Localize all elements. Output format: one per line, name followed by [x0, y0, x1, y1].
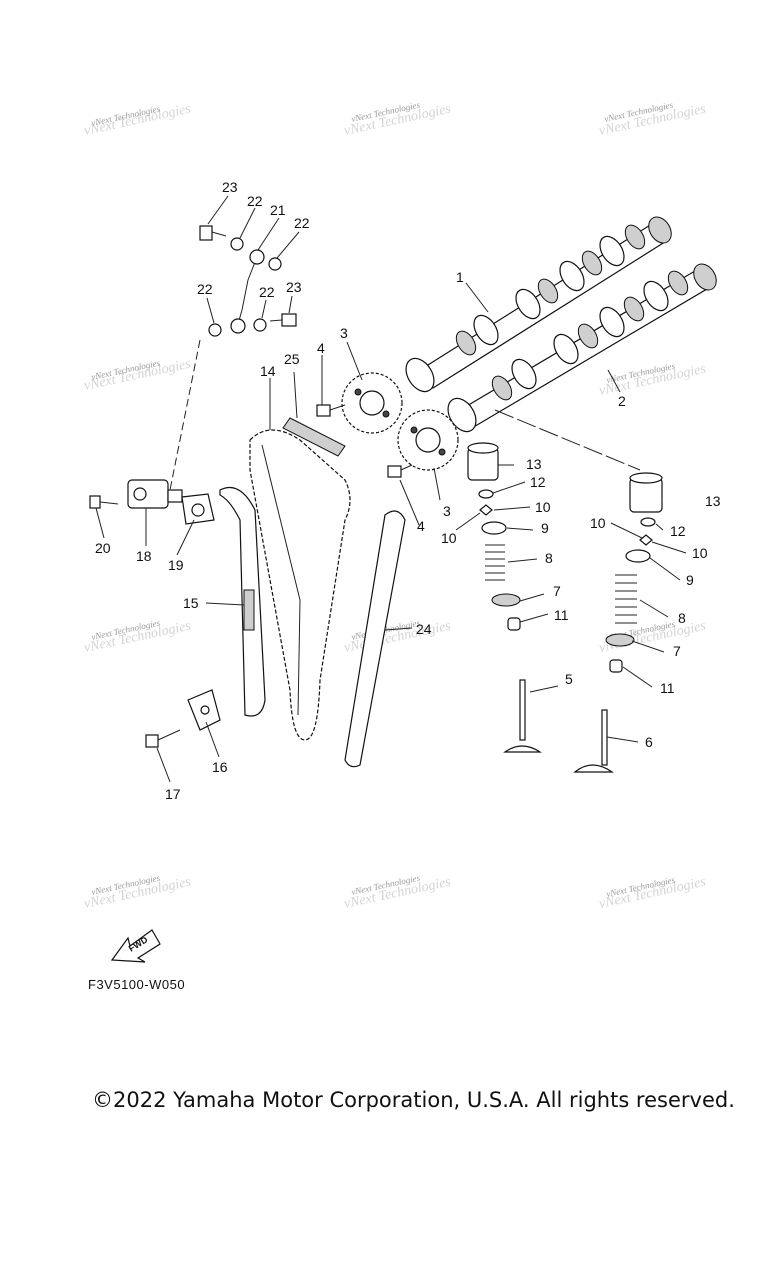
- callout-10: 10: [441, 530, 457, 546]
- callout-21: 21: [270, 202, 286, 218]
- copyright-notice: ©2022 Yamaha Motor Corporation, U.S.A. A…: [92, 1088, 735, 1112]
- callout-19: 19: [168, 557, 184, 573]
- callout-12: 12: [670, 523, 686, 539]
- callout-10: 10: [692, 545, 708, 561]
- valve-exhaust: [573, 709, 614, 773]
- valve-lifter-right: [629, 472, 663, 513]
- sprocket-bolt-upper: [316, 404, 346, 417]
- callout-17: 17: [165, 786, 181, 802]
- fwd-arrow: FWD: [110, 929, 161, 963]
- callout-11: 11: [554, 607, 569, 623]
- oil-pipe: [230, 249, 265, 334]
- callout-7: 7: [553, 583, 561, 599]
- callout-13: 13: [705, 493, 721, 509]
- valve-retainer-left: [481, 521, 507, 535]
- valve-spring-left: [485, 544, 505, 581]
- callout-11: 11: [660, 680, 675, 696]
- valve-pad-right: [640, 517, 656, 527]
- callout-5: 5: [565, 671, 573, 687]
- callout-6: 6: [645, 734, 653, 750]
- chain-guide-top: [282, 417, 346, 457]
- callout-7: 7: [673, 643, 681, 659]
- timing-chain: [249, 429, 351, 741]
- leader-lines: [95, 195, 687, 783]
- valve-retainer-right: [625, 549, 651, 563]
- valve-spring-right: [615, 574, 637, 624]
- callout-22: 22: [197, 281, 213, 297]
- copper-washer: [268, 257, 282, 271]
- stopper-bolt: [145, 729, 181, 748]
- valve-intake: [503, 679, 542, 753]
- callout-4: 4: [317, 340, 325, 356]
- copper-washer: [230, 237, 244, 251]
- callout-23: 23: [286, 279, 302, 295]
- valve-seal-left: [507, 617, 521, 631]
- callout-20: 20: [95, 540, 111, 556]
- callout-22: 22: [247, 193, 263, 209]
- valve-cotter-right: [639, 534, 653, 546]
- spring-seat-left: [491, 593, 521, 607]
- copper-washer: [208, 323, 222, 337]
- callout-12: 12: [530, 474, 546, 490]
- valve-pad-left: [478, 489, 494, 499]
- tensioner-gasket: [181, 493, 215, 525]
- callout-22: 22: [259, 284, 275, 300]
- callout-23: 23: [222, 179, 238, 195]
- callout-3: 3: [443, 503, 451, 519]
- callout-13: 13: [526, 456, 542, 472]
- callout-10: 10: [535, 499, 551, 515]
- sprocket-bolt-lower: [387, 464, 413, 478]
- union-bolt-top: [199, 225, 227, 241]
- camshaft-intake: [405, 216, 672, 393]
- callout-15: 15: [183, 595, 199, 611]
- callout-18: 18: [136, 548, 152, 564]
- callout-25: 25: [284, 351, 300, 367]
- callout-14: 14: [260, 363, 276, 379]
- valve-lifter-left: [467, 442, 499, 481]
- tensioner-bolt: [89, 495, 119, 509]
- callout-9: 9: [541, 520, 549, 536]
- callout-8: 8: [678, 610, 686, 626]
- callout-8: 8: [545, 550, 553, 566]
- copper-washer: [253, 318, 267, 332]
- spring-seat-right: [605, 633, 635, 647]
- camshaft-exhaust: [447, 263, 717, 433]
- union-bolt-side: [269, 313, 297, 327]
- tensioner-guide: [219, 486, 266, 717]
- cam-sprocket-lower: [397, 409, 459, 471]
- callout-9: 9: [686, 572, 694, 588]
- callout-22: 22: [294, 215, 310, 231]
- callout-24: 24: [416, 621, 432, 637]
- callout-4: 4: [417, 518, 425, 534]
- callout-10: 10: [590, 515, 606, 531]
- cam-sprocket-upper: [341, 372, 403, 434]
- cam-chain-tensioner: [127, 479, 183, 509]
- callout-16: 16: [212, 759, 228, 775]
- valve-cotter-left: [479, 504, 493, 516]
- guide-stopper: [187, 689, 221, 731]
- callout-1: 1: [456, 269, 464, 285]
- callouts: 1 2 3 3 4 4 5 6 7 7 8 8 9 9 10 10 10 10 …: [95, 179, 721, 802]
- callout-3: 3: [340, 325, 348, 341]
- diagram-code: F3V5100-W050: [88, 977, 186, 992]
- callout-2: 2: [618, 393, 626, 409]
- chain-guide-right: [344, 510, 406, 768]
- valve-seal-right: [609, 659, 623, 673]
